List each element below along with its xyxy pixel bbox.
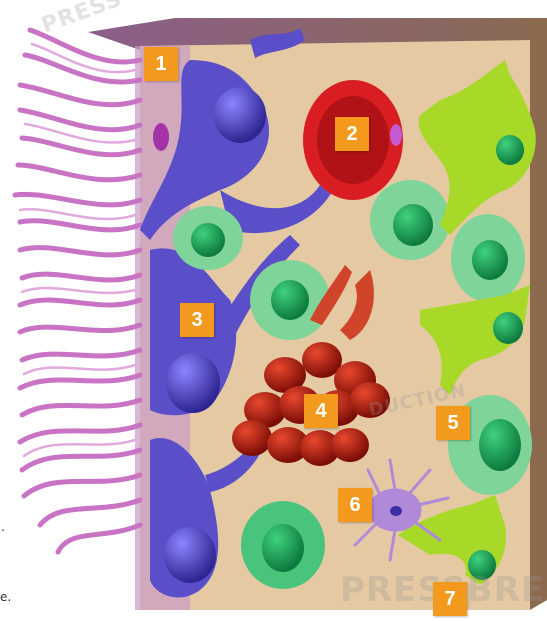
microglia-nucleus	[390, 506, 402, 516]
label-7: 7	[433, 582, 467, 616]
red-cell-nucleus	[390, 124, 402, 146]
ependymal-nucleus-1	[214, 87, 266, 143]
label-1: 1	[144, 47, 178, 81]
right-face	[530, 18, 547, 610]
label-6: 6	[338, 488, 372, 522]
edge-fragment-b: e.	[0, 590, 11, 604]
label-3: 3	[180, 303, 214, 337]
edge-fragment-a: .	[1, 520, 5, 534]
small-purple-cell	[153, 123, 169, 151]
label-2: 2	[335, 117, 369, 151]
astrocyte-nucleus-2	[493, 312, 523, 344]
label-5: 5	[436, 406, 470, 440]
ependymal-nucleus-2	[166, 353, 220, 413]
label-4: 4	[304, 394, 338, 428]
astrocyte-nucleus-1	[496, 135, 524, 165]
ependymal-nucleus-3	[164, 527, 216, 583]
